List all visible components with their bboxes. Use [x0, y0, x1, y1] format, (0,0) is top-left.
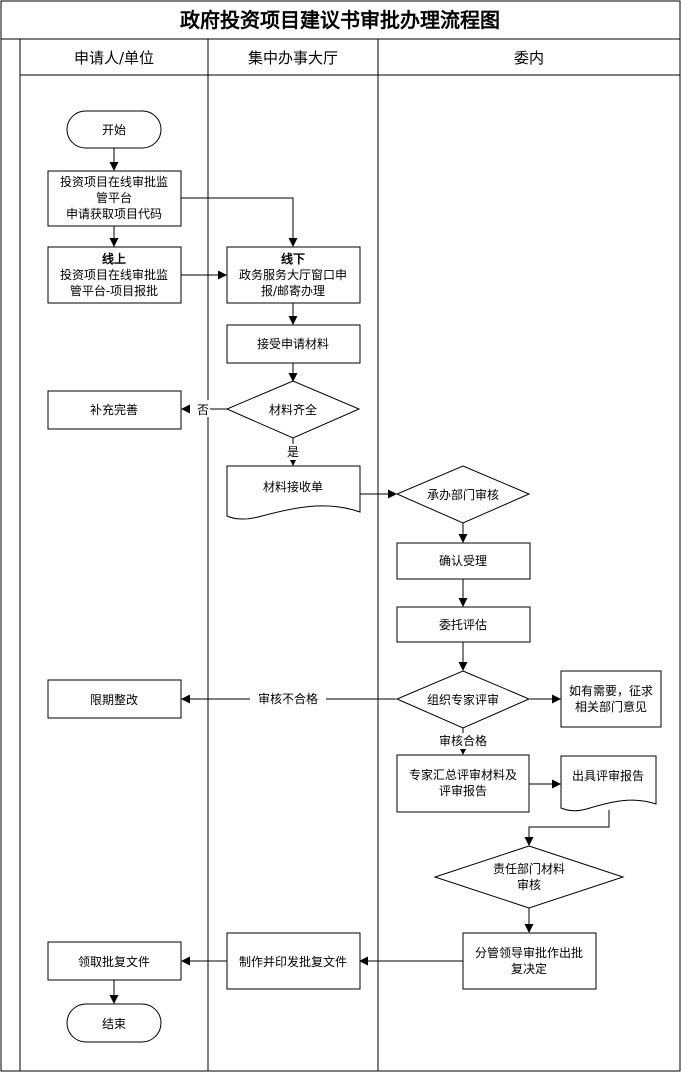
online-line-2: 管平台-项目报批: [70, 283, 158, 298]
accept-materials-label: 接受申请材料: [257, 336, 329, 351]
solicit-opinions-node: 如有需要，征求 相关部门意见: [560, 670, 662, 728]
leader-decision-line-2: 复决定: [511, 961, 547, 976]
offline-title: 线下: [281, 251, 305, 266]
apply-code-node: 投资项目在线审批监 管平台 申请获取项目代码: [47, 170, 182, 227]
start-label: 开始: [102, 123, 126, 137]
edge-label-review-pass: 审核合格: [439, 733, 487, 748]
expert-summary-node: 专家汇总评审材料及 评审报告: [396, 754, 530, 813]
rectify-label: 限期整改: [90, 692, 138, 707]
dept-review-decision: 承办部门审核: [395, 465, 531, 524]
edge-label-no: 否: [197, 403, 209, 417]
rectify-node: 限期整改: [47, 679, 182, 719]
offline-line-1: 政务服务大厅窗口申: [239, 267, 347, 282]
leader-decision-node: 分管领导审批作出批 复决定: [462, 932, 597, 990]
online-line-1: 投资项目在线审批监: [60, 267, 168, 282]
receive-docs-label: 领取批复文件: [78, 954, 150, 969]
edge-label-review-fail: 审核不合格: [258, 691, 318, 706]
solicit-opinions-line-1: 如有需要，征求: [569, 683, 653, 698]
materials-complete-decision: 材料齐全: [225, 380, 361, 439]
resp-dept-review-line-1: 责任部门材料: [493, 861, 565, 876]
expert-review-label: 组织专家评审: [427, 692, 499, 707]
solicit-opinions-line-2: 相关部门意见: [575, 699, 647, 714]
offline-line-2: 报/邮寄办理: [261, 283, 325, 298]
lane-header-commission: 委内: [514, 49, 544, 67]
confirm-accept-label: 确认受理: [439, 554, 487, 568]
diagram-title: 政府投资项目建议书审批办理流程图: [180, 8, 500, 32]
resp-dept-review-decision: 责任部门材料 审核: [433, 845, 625, 909]
apply-code-line-3: 申请获取项目代码: [66, 207, 162, 221]
online-title: 线上: [102, 251, 126, 266]
make-issue-node: 制作并印发批复文件: [226, 932, 361, 990]
receive-docs-node: 领取批复文件: [47, 941, 182, 981]
accept-materials-node: 接受申请材料: [226, 324, 361, 364]
make-issue-label: 制作并印发批复文件: [239, 954, 347, 969]
end-label: 结束: [102, 1017, 126, 1031]
entrust-eval-label: 委托评估: [439, 618, 487, 632]
expert-summary-line-1: 专家汇总评审材料及: [409, 767, 517, 782]
receipt-document: 材料接收单: [226, 465, 361, 520]
issue-report-label: 出具评审报告: [572, 768, 644, 783]
resp-dept-review-line-2: 审核: [517, 877, 541, 892]
entrust-eval-node: 委托评估: [396, 606, 531, 643]
offline-node: 线下 政务服务大厅窗口申 报/邮寄办理: [226, 246, 361, 304]
leader-decision-line-1: 分管领导审批作出批: [475, 945, 583, 960]
confirm-accept-node: 确认受理: [396, 542, 531, 580]
expert-summary-line-2: 评审报告: [439, 783, 487, 798]
supplement-label: 补充完善: [90, 402, 138, 417]
dept-review-label: 承办部门审核: [427, 487, 499, 502]
materials-complete-label: 材料齐全: [269, 402, 317, 417]
end-node: 结束: [66, 1003, 162, 1043]
lane-header-service-hall: 集中办事大厅: [248, 49, 338, 67]
lane-header-applicant: 申请人/单位: [74, 49, 154, 67]
supplement-node: 补充完善: [47, 390, 182, 430]
edge-label-yes: 是: [287, 445, 299, 459]
apply-code-line-1: 投资项目在线审批监: [60, 174, 168, 189]
receipt-label: 材料接收单: [263, 479, 323, 494]
online-node: 线上 投资项目在线审批监 管平台-项目报批: [47, 246, 182, 304]
issue-report-document: 出具评审报告: [560, 755, 657, 812]
expert-review-decision: 组织专家评审: [395, 670, 531, 729]
apply-code-line-2: 管平台: [96, 190, 132, 205]
start-node: 开始: [66, 110, 162, 149]
